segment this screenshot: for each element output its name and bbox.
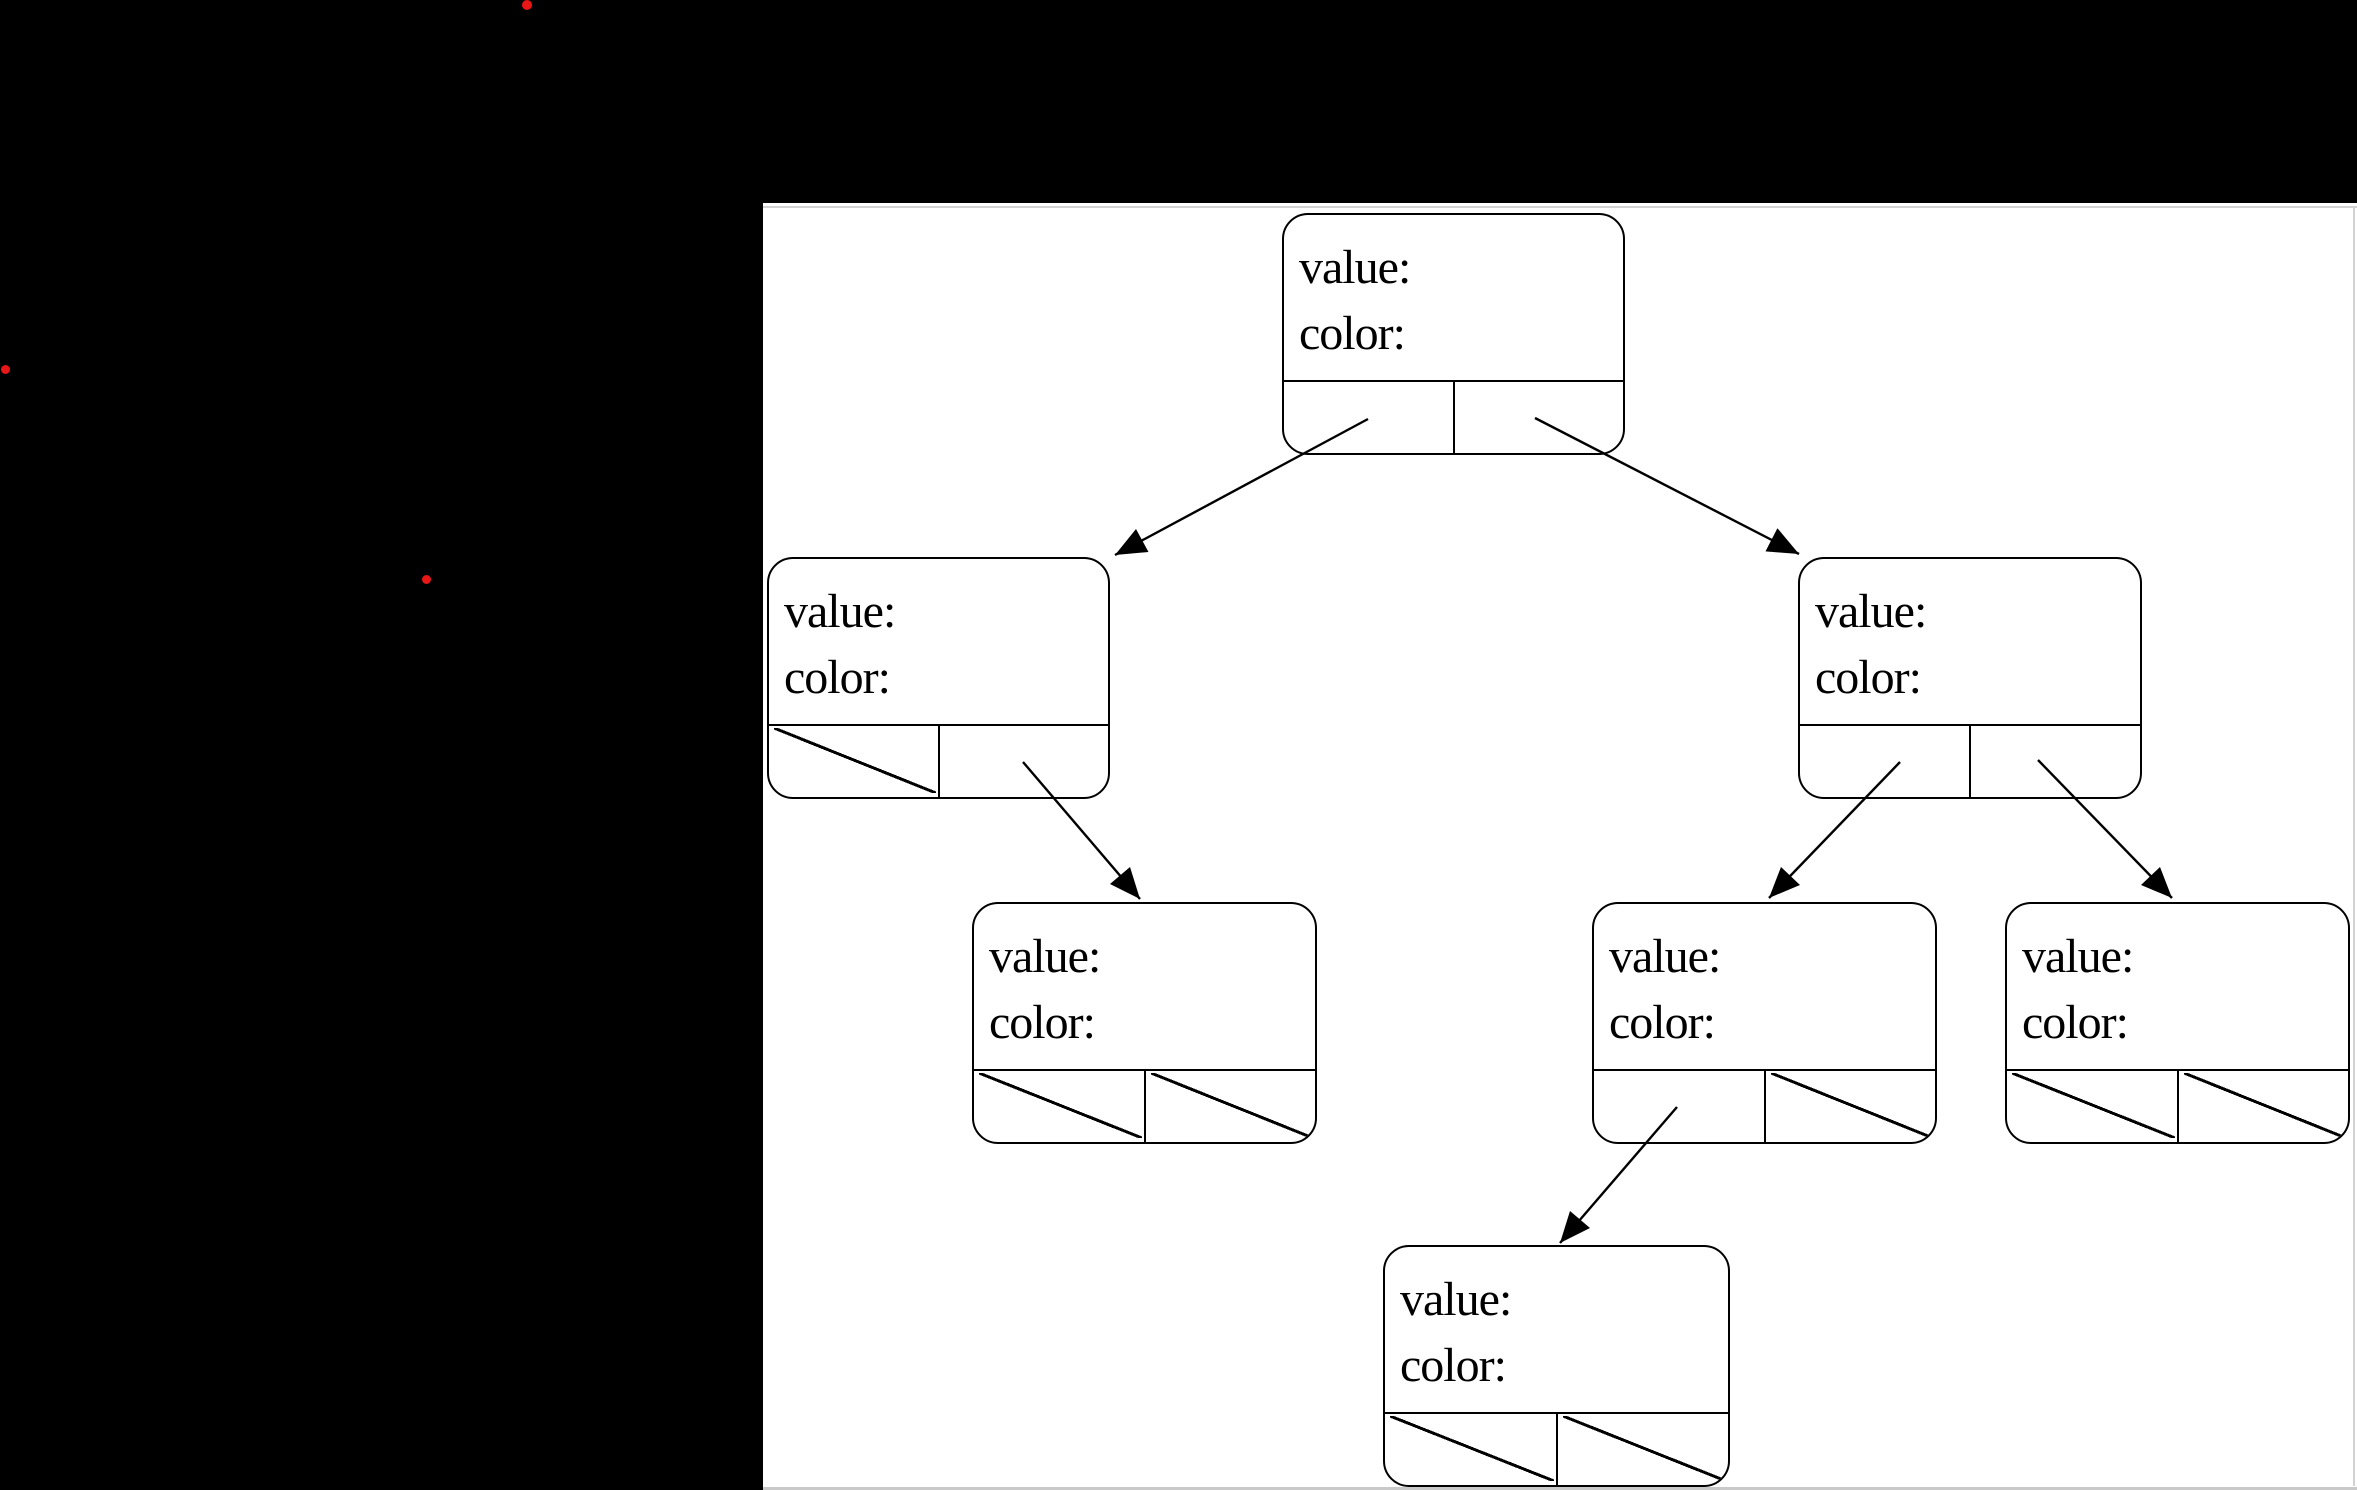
tree-node-left-child: value: color: [767, 557, 1110, 799]
right-pointer-cell [1558, 1414, 1729, 1485]
arrowhead-to-right-left-grandchild [1769, 867, 1800, 898]
node-fields: value: color: [2007, 904, 2348, 1056]
arrowhead-to-right-right-grandchild [2141, 867, 2172, 898]
node-fields: value: color: [1284, 215, 1623, 367]
right-pointer-cell [2179, 1071, 2349, 1142]
red-marker-dot-top [522, 0, 532, 10]
tree-node-root: value: color: [1282, 213, 1625, 455]
left-pointer-cell [1800, 726, 1971, 797]
canvas-right-border [2353, 207, 2355, 1486]
red-marker-dot-middle [422, 575, 431, 584]
color-field-label: color: [989, 996, 1096, 1049]
left-pointer-cell [1594, 1071, 1766, 1142]
arrowhead-to-great-grandchild [1560, 1211, 1590, 1243]
value-field-label: value: [1400, 1273, 1512, 1326]
arrowhead-to-right-child [1765, 528, 1799, 554]
tree-node-right-right-grandchild: value: color: [2005, 902, 2350, 1144]
node-fields: value: color: [769, 559, 1108, 711]
color-field-label: color: [1609, 996, 1716, 1049]
pointer-row [1284, 380, 1623, 453]
pointer-row [1800, 724, 2140, 797]
left-pointer-cell [974, 1071, 1146, 1142]
left-pointer-cell [1284, 382, 1455, 453]
right-pointer-cell [1455, 382, 1624, 453]
left-pointer-cell [2007, 1071, 2179, 1142]
red-marker-dot-left [1, 365, 10, 374]
diagram-canvas: value: color: value: color: value: c [763, 203, 2357, 1490]
canvas-top-border [763, 206, 2357, 208]
tree-node-great-grandchild: value: color: [1383, 1245, 1730, 1487]
node-fields: value: color: [974, 904, 1315, 1056]
right-pointer-cell [1971, 726, 2140, 797]
canvas-bottom-border [763, 1487, 2357, 1490]
left-pointer-cell [769, 726, 940, 797]
pointer-row [974, 1069, 1315, 1142]
pointer-row [2007, 1069, 2348, 1142]
color-field-label: color: [1815, 651, 1922, 704]
color-field-label: color: [1400, 1339, 1507, 1392]
value-field-label: value: [1299, 241, 1411, 294]
right-pointer-cell [1766, 1071, 1936, 1142]
node-fields: value: color: [1385, 1247, 1728, 1399]
pointer-row [1385, 1412, 1728, 1485]
arrowhead-to-left-right-grandchild [1110, 867, 1140, 899]
pointer-row [1594, 1069, 1935, 1142]
color-field-label: color: [784, 651, 891, 704]
pointer-row [769, 724, 1108, 797]
color-field-label: color: [2022, 996, 2129, 1049]
right-pointer-cell [1146, 1071, 1316, 1142]
tree-node-right-child: value: color: [1798, 557, 2142, 799]
value-field-label: value: [784, 585, 896, 638]
left-pointer-cell [1385, 1414, 1558, 1485]
value-field-label: value: [1815, 585, 1927, 638]
node-fields: value: color: [1594, 904, 1935, 1056]
arrowhead-to-left-child [1115, 529, 1149, 555]
node-fields: value: color: [1800, 559, 2140, 711]
tree-node-right-left-grandchild: value: color: [1592, 902, 1937, 1144]
value-field-label: value: [2022, 930, 2134, 983]
value-field-label: value: [1609, 930, 1721, 983]
tree-node-left-right-grandchild: value: color: [972, 902, 1317, 1144]
value-field-label: value: [989, 930, 1101, 983]
color-field-label: color: [1299, 307, 1406, 360]
right-pointer-cell [940, 726, 1109, 797]
